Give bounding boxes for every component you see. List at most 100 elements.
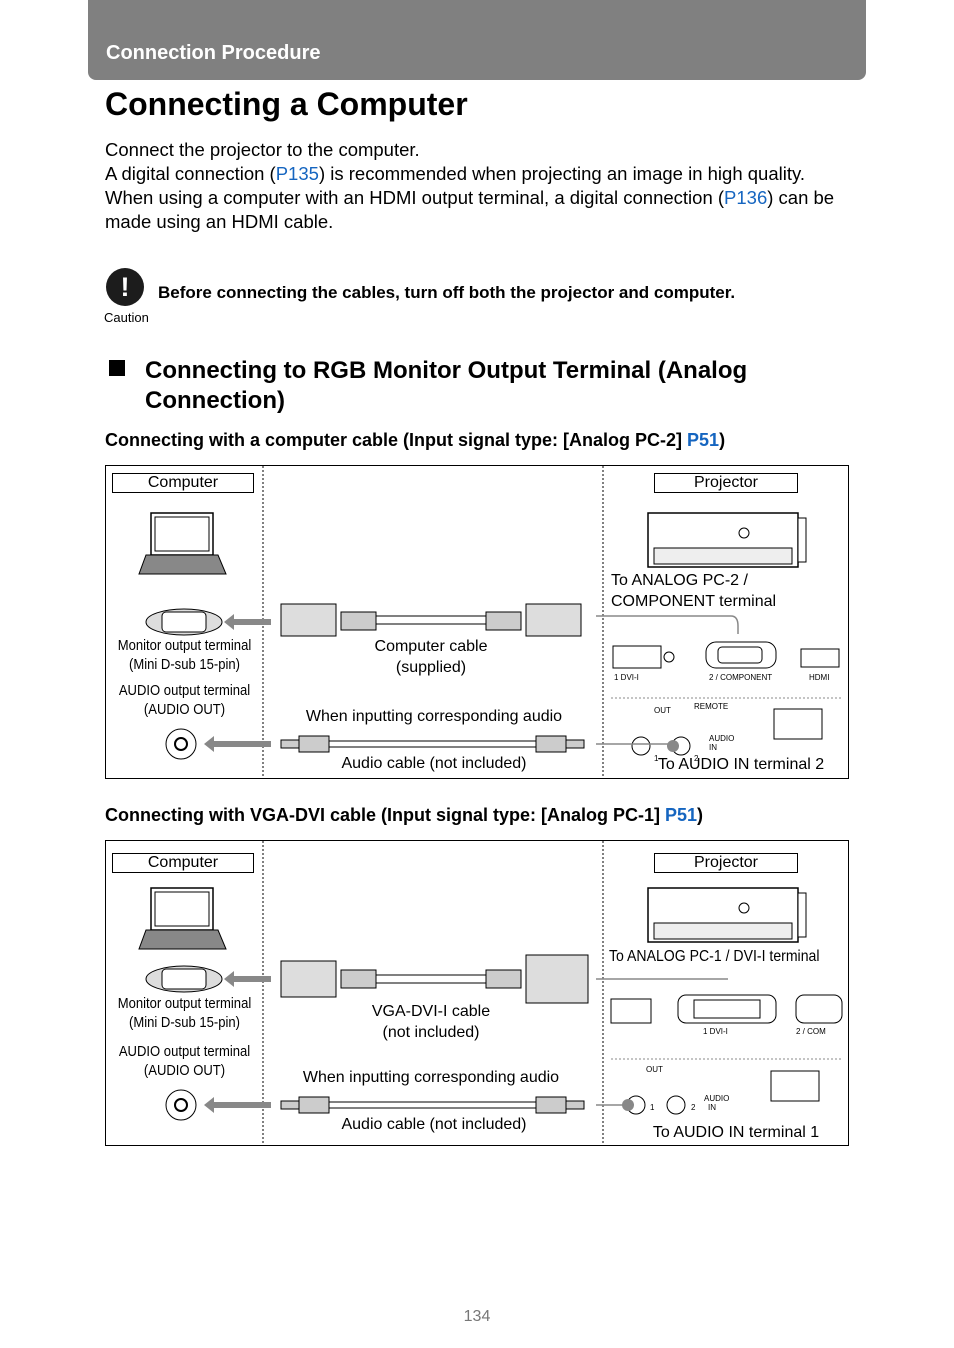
audio-target-label: To AUDIO IN terminal 1 [652,1124,820,1141]
port-label-out: OUT [654,706,671,715]
audio-port-icon [165,728,197,760]
port-label-component: 2 / COMPONENT [709,673,773,682]
vga-port-icon [145,965,223,993]
diagram2-drawing [138,841,843,1145]
usb-port-icon [773,708,823,740]
cable-label: VGA-DVI-I cable (not included) [326,1001,536,1043]
port-label-1: 1 [654,754,659,763]
audio-note: When inputting corresponding audio [302,1069,560,1086]
arrow-left-icon [204,1097,271,1113]
diagram-analog-pc1: Computer Projector Monitor output termin… [105,840,849,1146]
text: ) is recommended when projecting an imag… [318,163,805,184]
intro-paragraph-hdmi: When using a computer with an HDMI outpu… [105,186,850,234]
text: Connecting with a computer cable (Input … [105,430,688,450]
port-label-dvi: 1 DVI-I [614,673,639,682]
page-title: Connecting a Computer [105,86,468,122]
arrow-left-icon [224,971,271,987]
text: Connecting with VGA-DVI cable (Input sig… [105,805,666,825]
link-p136[interactable]: P136 [724,187,768,208]
diagram1-drawing [138,466,841,778]
text: (not included) [382,1024,480,1041]
dvi-port-icon [677,994,777,1024]
cable-label: Computer cable (supplied) [326,636,536,678]
page-number: 134 [463,1308,491,1325]
port-label-audio: AUDIO [704,1094,730,1103]
audio-output-label: AUDIO output terminal (AUDIO OUT) [114,682,255,720]
intro-line: Connect the projector to the computer. [105,139,420,160]
vga-component-port-icon [705,641,777,669]
audio-port-icon [165,1089,197,1121]
dvi-port-icon [612,645,675,669]
text: (supplied) [395,659,467,676]
port-label-in: IN [709,743,717,752]
port-label-component: 2 / COM [796,1027,826,1036]
monitor-terminal-label: Monitor output terminal (Mini D-sub 15-p… [114,637,255,675]
text: To ANALOG PC-2 / [611,572,748,589]
monitor-terminal-label: Monitor output terminal (Mini D-sub 15-p… [114,995,255,1033]
diagram-analog-pc2: Computer Projector Monitor output termin… [105,465,849,779]
caution-icon: ! [106,268,144,306]
text: ) [719,430,726,450]
text: ) [697,805,704,825]
audio-cable-label: Audio cable (not included) [341,1116,527,1133]
target-terminal-label: To ANALOG PC-1 / DVI-I terminal [609,948,820,965]
text: COMPONENT terminal [611,593,777,610]
computer-label: Computer [112,853,254,873]
text: VGA-DVI-I cable [371,1003,491,1020]
intro-paragraph-digital: A digital connection (P135) is recommend… [105,162,850,186]
vga-dvi-cable-icon [280,954,589,1004]
port-label-1: 1 [650,1103,655,1112]
audio-cable-icon [280,1096,585,1114]
audio-cable-icon [280,735,585,753]
intro-text: Connect the projector to the computer. A… [105,138,850,234]
vga-component-port-icon [795,994,843,1024]
text: Monitor output terminal [117,996,252,1012]
audio-in-port-icon [631,736,691,756]
text: Monitor output terminal [117,638,252,654]
caution-label: Caution [104,310,149,325]
section-heading-text: Connecting to RGB Monitor Output Termina… [145,357,748,414]
port-label-out: OUT [646,1065,663,1074]
square-bullet-icon [109,360,125,376]
port-label-dvi: 1 DVI-I [703,1027,728,1036]
audio-cable-label: Audio cable (not included) [341,755,527,772]
projector-label: Projector [654,473,798,493]
computer-label: Computer [112,473,254,493]
hdmi-port-icon [800,648,840,668]
text: When using a computer with an HDMI outpu… [105,187,725,208]
port-label-in: IN [708,1103,716,1112]
section-title: Connection Procedure [106,42,321,64]
diagram2-heading: Connecting with VGA-DVI cable (Input sig… [105,805,703,826]
laptop-icon [138,887,227,950]
projector-icon [647,887,807,943]
usb-port-icon [610,998,652,1024]
port-label-2: 2 [691,1103,696,1112]
arrow-left-icon [224,614,271,630]
target-terminal-label: To ANALOG PC-2 / COMPONENT terminal [611,570,811,612]
link-p51[interactable]: P51 [665,805,698,825]
caution-text: Before connecting the cables, turn off b… [158,283,736,302]
port-label-hdmi: HDMI [809,673,830,682]
port-label-audio: AUDIO [709,734,735,743]
text: (AUDIO OUT) [143,702,226,718]
text: A digital connection ( [105,163,276,184]
text: AUDIO output terminal [118,683,251,699]
port-label-remote: REMOTE [694,702,729,711]
diagram1-heading: Connecting with a computer cable (Input … [105,430,725,451]
section-heading: Connecting to RGB Monitor Output Termina… [105,356,845,416]
projector-icon [647,512,807,568]
link-p51[interactable]: P51 [687,430,720,450]
audio-output-label: AUDIO output terminal (AUDIO OUT) [114,1043,255,1081]
projector-label: Projector [654,853,798,873]
arrow-left-icon [204,736,271,752]
vga-port-icon [145,608,223,636]
link-p135[interactable]: P135 [275,163,319,184]
usb-port-icon [770,1070,820,1102]
port-label-2: 2 [694,754,699,763]
text: ) can be made using an HDMI cable. [105,187,835,232]
text: (Mini D-sub 15-pin) [129,657,240,673]
text: (Mini D-sub 15-pin) [129,1015,240,1031]
text: Computer cable [374,638,488,655]
text: AUDIO output terminal [118,1044,251,1060]
header-bar: Connection Procedure [88,0,866,80]
